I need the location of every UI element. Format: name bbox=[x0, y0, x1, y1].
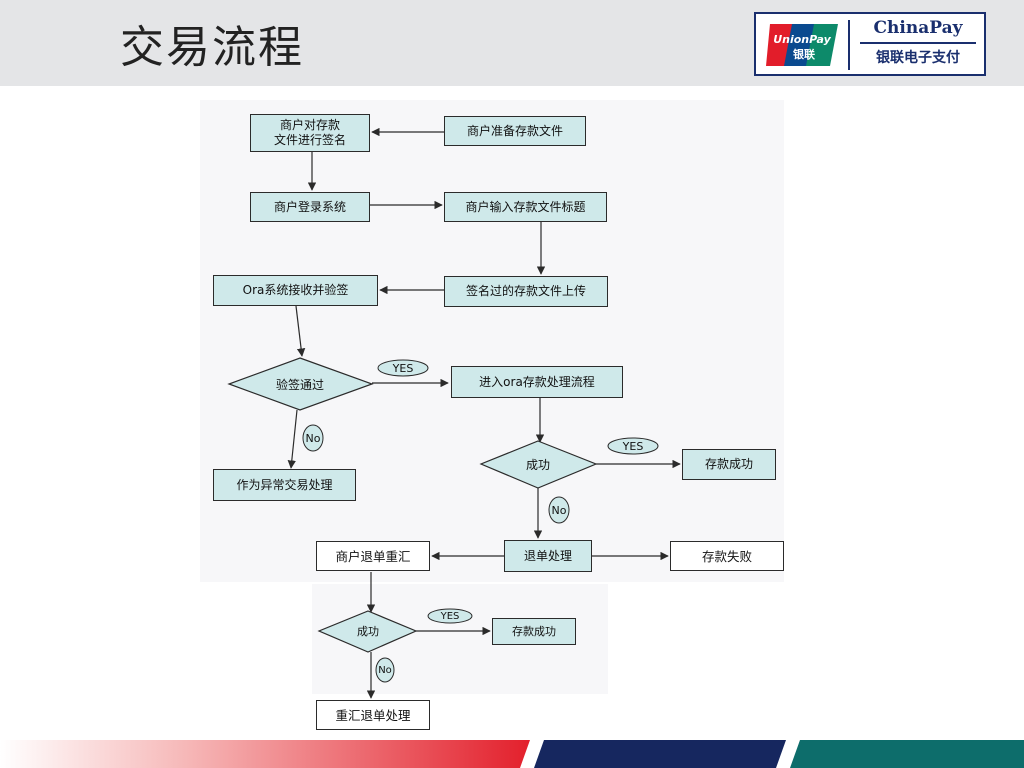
tag-no-2: No bbox=[551, 503, 567, 517]
diagram-panel-main bbox=[200, 100, 784, 582]
node-deposit-success-2: 存款成功 bbox=[492, 618, 576, 645]
tag-no-1: No bbox=[305, 431, 321, 445]
tag-shape-no-1 bbox=[302, 424, 324, 452]
node-input-title: 商户输入存款文件标题 bbox=[444, 192, 607, 222]
arrow-ora-to-verify bbox=[295, 305, 306, 357]
arrow-verify-to-abnormal bbox=[287, 409, 298, 469]
node-ora-receive: Ora系统接收并验签 bbox=[213, 275, 378, 306]
label-success-2: 成功 bbox=[357, 625, 379, 638]
chinapay-chinese-name: 银联电子支付 bbox=[876, 50, 960, 66]
node-enter-ora: 进入ora存款处理流程 bbox=[451, 366, 623, 398]
node-prepare-file: 商户准备存款文件 bbox=[444, 116, 586, 146]
tag-shape-no-2 bbox=[548, 496, 570, 524]
node-abnormal: 作为异常交易处理 bbox=[213, 469, 356, 501]
slide-title: 交易流程 bbox=[120, 22, 304, 73]
node-merchant-login: 商户登录系统 bbox=[250, 192, 370, 222]
decision-success-1 bbox=[479, 440, 598, 489]
label-verify-pass: 验签通过 bbox=[275, 377, 324, 392]
decision-verify-pass bbox=[227, 357, 374, 411]
node-merchant-sign: 商户对存款 文件进行签名 bbox=[250, 114, 370, 152]
unionpay-text: UnionPay bbox=[773, 33, 831, 46]
node-merchant-resend: 商户退单重汇 bbox=[316, 541, 430, 571]
slide-header: 交易流程 UnionPay 银联 ChinaPay 银联电子支付 bbox=[0, 0, 1024, 86]
tag-shape-yes-2 bbox=[607, 437, 659, 455]
label-success-1: 成功 bbox=[525, 457, 550, 472]
tag-yes-3: YES bbox=[440, 610, 460, 622]
chinapay-logo: UnionPay 银联 ChinaPay 银联电子支付 bbox=[754, 12, 986, 76]
node-deposit-success-1: 存款成功 bbox=[682, 449, 776, 480]
tag-yes-2: YES bbox=[622, 439, 644, 453]
tag-no-3: No bbox=[378, 664, 392, 676]
unionpay-logo-icon: UnionPay 银联 bbox=[766, 24, 838, 66]
logo-divider bbox=[848, 20, 850, 70]
tag-shape-yes-3 bbox=[427, 608, 473, 624]
footer-band bbox=[0, 740, 1024, 768]
tag-yes-1: YES bbox=[392, 361, 414, 375]
logo-underline bbox=[860, 42, 976, 44]
node-resend-refund: 重汇退单处理 bbox=[316, 700, 430, 730]
chinapay-wordmark: ChinaPay bbox=[873, 18, 963, 38]
yinlian-text: 银联 bbox=[793, 47, 815, 61]
node-upload-signed: 签名过的存款文件上传 bbox=[444, 276, 608, 307]
decision-success-2 bbox=[317, 610, 418, 653]
node-refund-process: 退单处理 bbox=[504, 540, 592, 572]
tag-shape-yes-1 bbox=[377, 359, 429, 377]
tag-shape-no-3 bbox=[375, 657, 395, 683]
node-deposit-fail: 存款失败 bbox=[670, 541, 784, 571]
